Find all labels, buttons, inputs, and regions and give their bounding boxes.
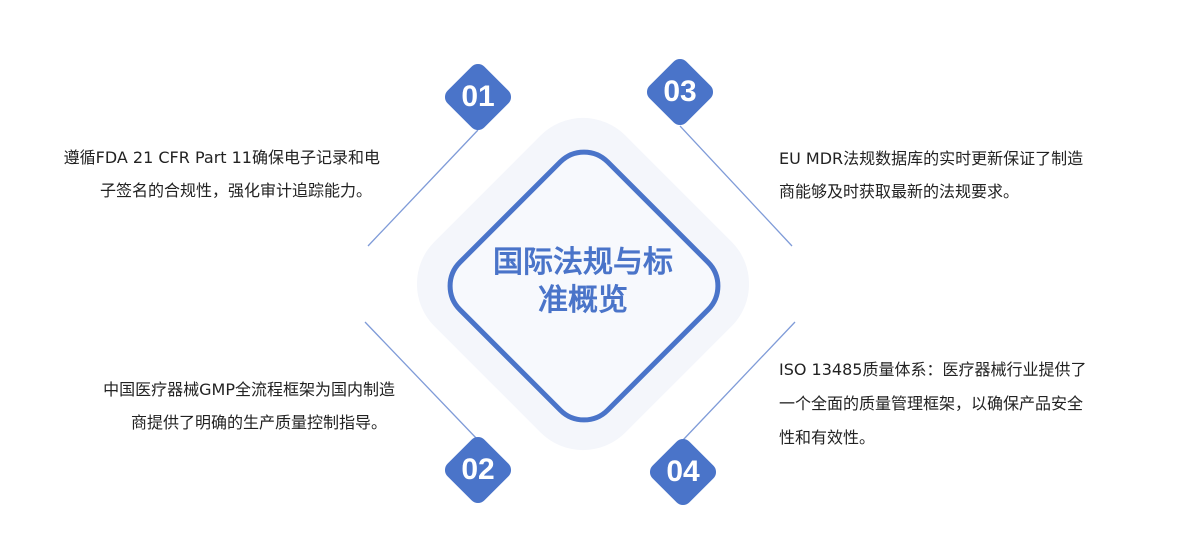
badge-01: 01 <box>441 60 515 134</box>
desc-line: 遵循FDA 21 CFR Part 11确保电子记录和电 <box>63 148 380 167</box>
desc-line: 中国医疗器械GMP全流程框架为国内制造 <box>103 380 395 399</box>
badge-03: 03 <box>643 55 717 129</box>
item-02-diagonal <box>364 321 479 441</box>
item-03-diagonal <box>679 125 793 247</box>
item-01-diagonal <box>367 129 479 247</box>
title-line-1: 国际法规与标 <box>493 245 673 280</box>
desc-line: ISO 13485质量体系：医疗器械行业提供了 <box>779 360 1087 379</box>
item-04-diagonal <box>682 321 796 441</box>
badge-number: 02 <box>461 453 495 486</box>
badge-02: 02 <box>441 433 515 507</box>
desc-line: 性和有效性。 <box>779 428 876 447</box>
item-01-description: 遵循FDA 21 CFR Part 11确保电子记录和电 子签名的合规性，强化审… <box>20 141 380 207</box>
desc-line: 一个全面的质量管理框架，以确保产品安全 <box>779 394 1084 413</box>
center-title: 国际法规与标 准概览 <box>463 244 703 320</box>
badge-number: 04 <box>666 455 700 488</box>
desc-line: 商能够及时获取最新的法规要求。 <box>779 182 1020 201</box>
item-03-description: EU MDR法规数据库的实时更新保证了制造 商能够及时获取最新的法规要求。 <box>779 142 1083 208</box>
badge-04: 04 <box>646 435 720 509</box>
title-line-2: 准概览 <box>538 283 628 318</box>
badge-number: 01 <box>461 80 495 113</box>
desc-line: EU MDR法规数据库的实时更新保证了制造 <box>779 149 1084 168</box>
badge-number: 03 <box>663 75 697 108</box>
desc-line: 商提供了明确的生产质量控制指导。 <box>130 413 387 432</box>
desc-line: 子签名的合规性，强化审计追踪能力。 <box>99 181 372 200</box>
item-02-description: 中国医疗器械GMP全流程框架为国内制造 商提供了明确的生产质量控制指导。 <box>20 373 395 439</box>
item-04-description: ISO 13485质量体系：医疗器械行业提供了 一个全面的质量管理框架，以确保产… <box>779 353 1086 455</box>
